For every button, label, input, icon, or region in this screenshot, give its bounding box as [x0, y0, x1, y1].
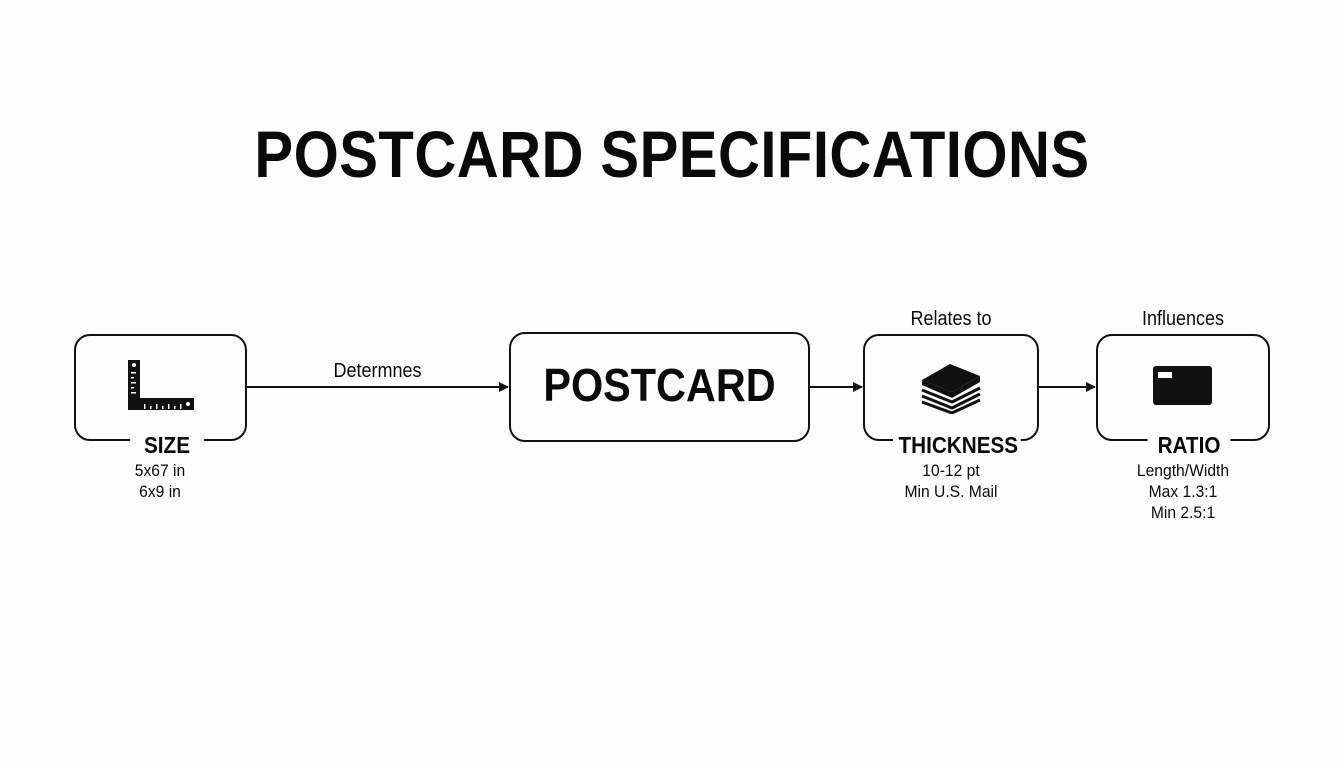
thickness-detail-line: 10-12 pt: [922, 461, 980, 480]
edge-label-relates-to: Relates to: [910, 308, 992, 330]
ratio-detail-line: Min 2.5:1: [1150, 503, 1216, 522]
postcard-node-box: [509, 332, 810, 442]
thickness-detail-line: Min U.S. Mail: [904, 482, 998, 501]
size-detail-line: 5x67 in: [134, 461, 186, 480]
ratio-node-label: RATIO: [1147, 432, 1231, 458]
edge-label-influences: Influences: [1141, 308, 1225, 330]
ruler-square-icon: [128, 360, 194, 410]
thickness-node-label: THICKNESS: [893, 432, 1021, 458]
paper-stack-icon: [921, 364, 981, 414]
size-node-label: SIZE: [130, 432, 204, 458]
postcard-node-label: POSTCARD: [543, 359, 776, 411]
size-details: 5x67 in 6x9 in: [105, 460, 215, 502]
size-detail-line: 6x9 in: [139, 482, 181, 501]
ratio-detail-line: Max 1.3:1: [1148, 482, 1218, 501]
diagram-title: POSTCARD SPECIFICATIONS: [254, 117, 1090, 191]
ratio-details: Length/Width Max 1.3:1 Min 2.5:1: [1109, 460, 1256, 523]
thickness-details: 10-12 pt Min U.S. Mail: [877, 460, 1024, 502]
card-icon: [1153, 366, 1212, 405]
edge-label-determines: Determnes: [333, 360, 422, 382]
ratio-detail-line: Length/Width: [1136, 461, 1230, 480]
